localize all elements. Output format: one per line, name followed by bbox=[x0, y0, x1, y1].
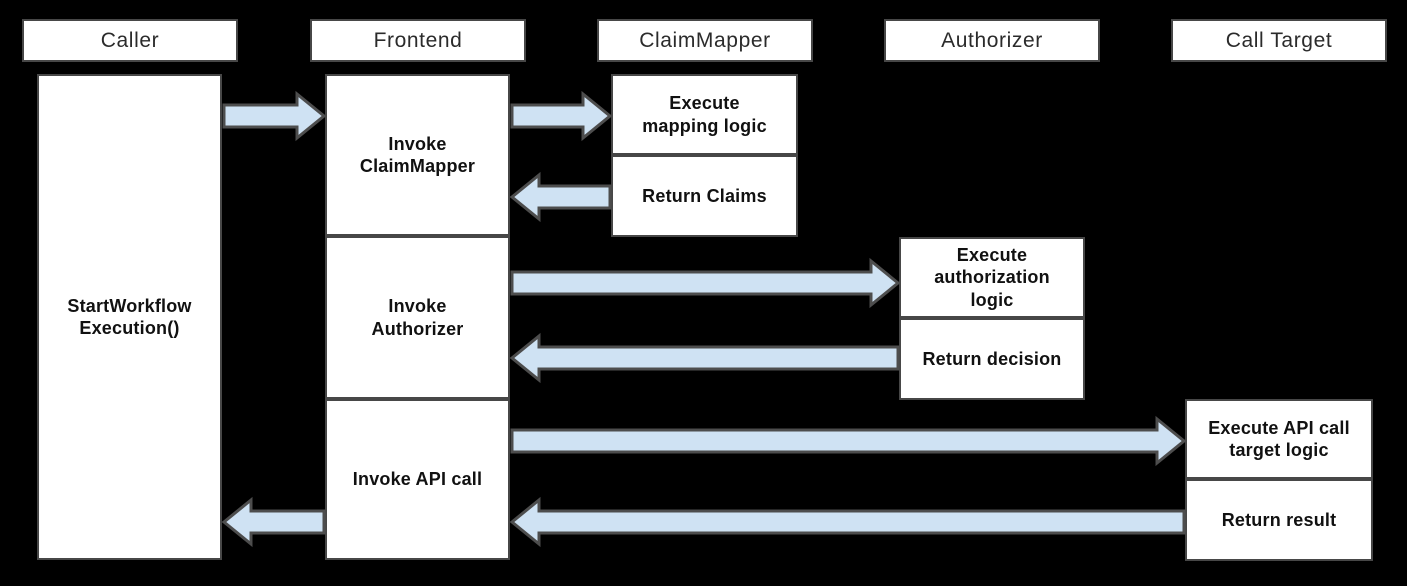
arrow-caller-to-frontend bbox=[222, 90, 327, 142]
lifeline-header-authorizer: Authorizer bbox=[884, 19, 1100, 62]
lifeline-header-claimmapper: ClaimMapper bbox=[597, 19, 813, 62]
activity-box-claimmapper-execute-mapping: Execute mapping logic bbox=[611, 74, 798, 155]
activity-box-caller-start-workflow-execution: StartWorkflow Execution() bbox=[37, 74, 222, 560]
lifeline-header-calltarget: Call Target bbox=[1171, 19, 1387, 62]
activity-box-label: Invoke API call bbox=[352, 469, 483, 490]
activity-box-frontend-invoke-claimmapper: Invoke ClaimMapper bbox=[325, 74, 510, 236]
lifeline-header-caller: Caller bbox=[22, 19, 238, 62]
arrow-authorizer-to-frontend bbox=[509, 332, 900, 384]
activity-box-label: StartWorkflow Execution() bbox=[67, 295, 192, 339]
activity-box-label: Return result bbox=[1221, 509, 1337, 530]
activity-box-label: Return decision bbox=[922, 348, 1062, 369]
arrow-frontend-to-authorizer bbox=[510, 257, 901, 309]
activity-box-label: Execute mapping logic bbox=[642, 93, 767, 136]
activity-box-authorizer-return-decision: Return decision bbox=[899, 318, 1085, 400]
activity-box-label: Invoke ClaimMapper bbox=[359, 133, 476, 177]
arrow-frontend-to-calltarget bbox=[510, 415, 1187, 467]
lifeline-header-label: ClaimMapper bbox=[639, 28, 771, 52]
arrow-calltarget-to-frontend bbox=[509, 496, 1186, 548]
lifeline-header-label: Caller bbox=[100, 28, 160, 52]
lifeline-header-label: Call Target bbox=[1225, 28, 1333, 52]
activity-box-calltarget-execute-api-target: Execute API call target logic bbox=[1185, 399, 1373, 479]
arrow-frontend-to-caller bbox=[221, 496, 326, 548]
arrow-claimmapper-to-frontend bbox=[509, 171, 612, 223]
activity-box-frontend-invoke-authorizer: Invoke Authorizer bbox=[325, 236, 510, 399]
lifeline-header-frontend: Frontend bbox=[310, 19, 526, 62]
activity-box-label: Invoke Authorizer bbox=[371, 296, 464, 339]
activity-box-label: Execute API call target logic bbox=[1208, 417, 1350, 461]
activity-box-label: Return Claims bbox=[642, 185, 767, 206]
activity-box-label: Execute authorization logic bbox=[934, 244, 1050, 310]
activity-box-calltarget-return-result: Return result bbox=[1185, 479, 1373, 561]
activity-box-authorizer-execute-authorization: Execute authorization logic bbox=[899, 237, 1085, 318]
activity-box-frontend-invoke-api-call: Invoke API call bbox=[325, 399, 510, 560]
activity-box-claimmapper-return-claims: Return Claims bbox=[611, 155, 798, 237]
lifeline-header-label: Frontend bbox=[373, 28, 463, 52]
arrow-frontend-to-claimmapper bbox=[510, 90, 613, 142]
lifeline-header-label: Authorizer bbox=[941, 28, 1043, 52]
